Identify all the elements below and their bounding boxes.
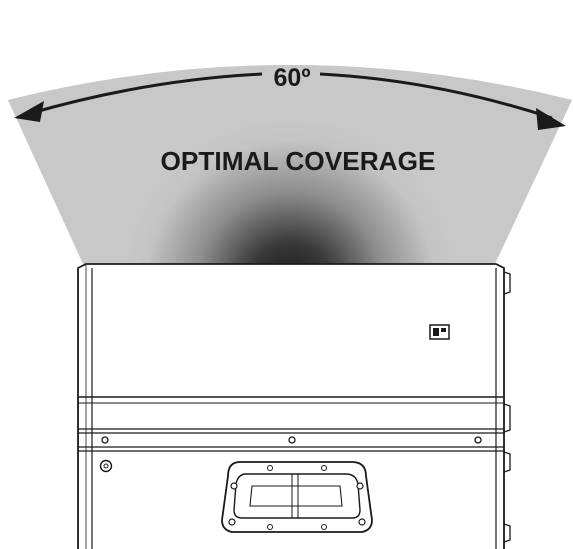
coverage-area xyxy=(8,65,572,268)
angle-label: 60º xyxy=(274,64,311,92)
carry-handle xyxy=(221,461,373,533)
mount-hole xyxy=(99,459,113,473)
rail-screws xyxy=(101,436,482,444)
speaker-cabinet xyxy=(77,263,511,549)
coverage-label: OPTIMAL COVERAGE xyxy=(161,146,436,176)
brand-logo xyxy=(429,324,450,340)
right-arrowhead xyxy=(536,108,566,130)
left-arrowhead xyxy=(14,101,44,122)
coverage-angle-arrow xyxy=(14,72,566,130)
